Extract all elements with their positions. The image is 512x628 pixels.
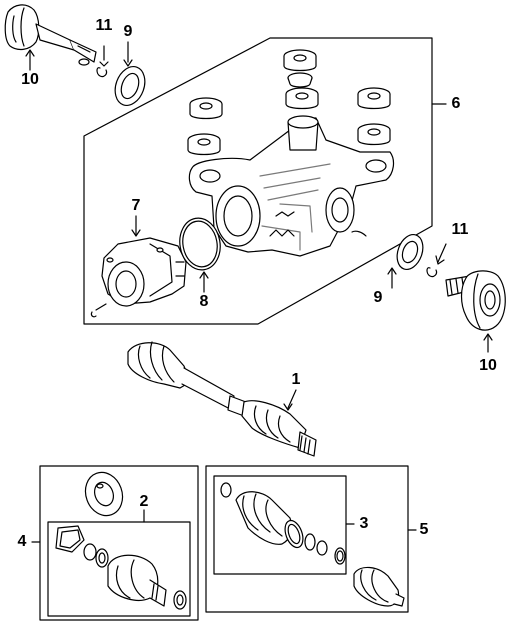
outer-boot-kit-parts <box>220 482 346 565</box>
inner-boot-parts <box>353 566 405 607</box>
arrow-10-left <box>25 49 35 57</box>
boot-kit-box <box>205 465 417 613</box>
arrow-9-left <box>123 59 133 67</box>
right-output-flange <box>445 270 506 331</box>
arrow-8 <box>199 271 209 279</box>
callout-11-left: 11 <box>95 17 113 34</box>
left-snap-ring <box>96 67 108 78</box>
mount-bushings <box>187 49 391 156</box>
axle-shaft-assembly <box>127 341 317 457</box>
left-axle-seal <box>114 66 146 106</box>
small-clip <box>351 230 367 237</box>
left-output-flange <box>4 4 97 66</box>
callout-4: 4 <box>17 533 27 550</box>
callout-7: 7 <box>131 197 141 214</box>
differential-cover <box>90 237 187 318</box>
callout-8: 8 <box>199 293 209 310</box>
arrow-9-right <box>387 267 397 275</box>
right-axle-seal <box>396 233 424 271</box>
right-snap-ring <box>426 267 438 278</box>
arrow-1 <box>283 403 293 411</box>
callout-10-right: 10 <box>479 357 497 374</box>
callout-11-right: 11 <box>451 221 469 238</box>
arrow-11-right <box>435 255 445 265</box>
arrow-11-left <box>99 61 109 67</box>
callout-10-left: 10 <box>21 71 39 88</box>
arrow-10-right <box>483 333 493 341</box>
callout-2: 2 <box>139 493 149 510</box>
arrow-7 <box>131 229 141 237</box>
outer-bearing-ring <box>84 471 124 517</box>
inner-joint-parts <box>55 525 187 610</box>
callout-6: 6 <box>451 95 461 112</box>
differential-box <box>83 37 447 325</box>
cover-gasket <box>179 217 221 271</box>
callout-1: 1 <box>291 371 301 388</box>
leader-11-right <box>437 243 447 263</box>
callout-9-right: 9 <box>373 289 383 306</box>
joint-kit-box <box>31 465 199 621</box>
callout-5: 5 <box>419 521 429 538</box>
callout-9-left: 9 <box>123 23 133 40</box>
callout-3: 3 <box>359 515 369 532</box>
leader-1 <box>287 389 297 409</box>
carrier-housing <box>188 115 395 257</box>
